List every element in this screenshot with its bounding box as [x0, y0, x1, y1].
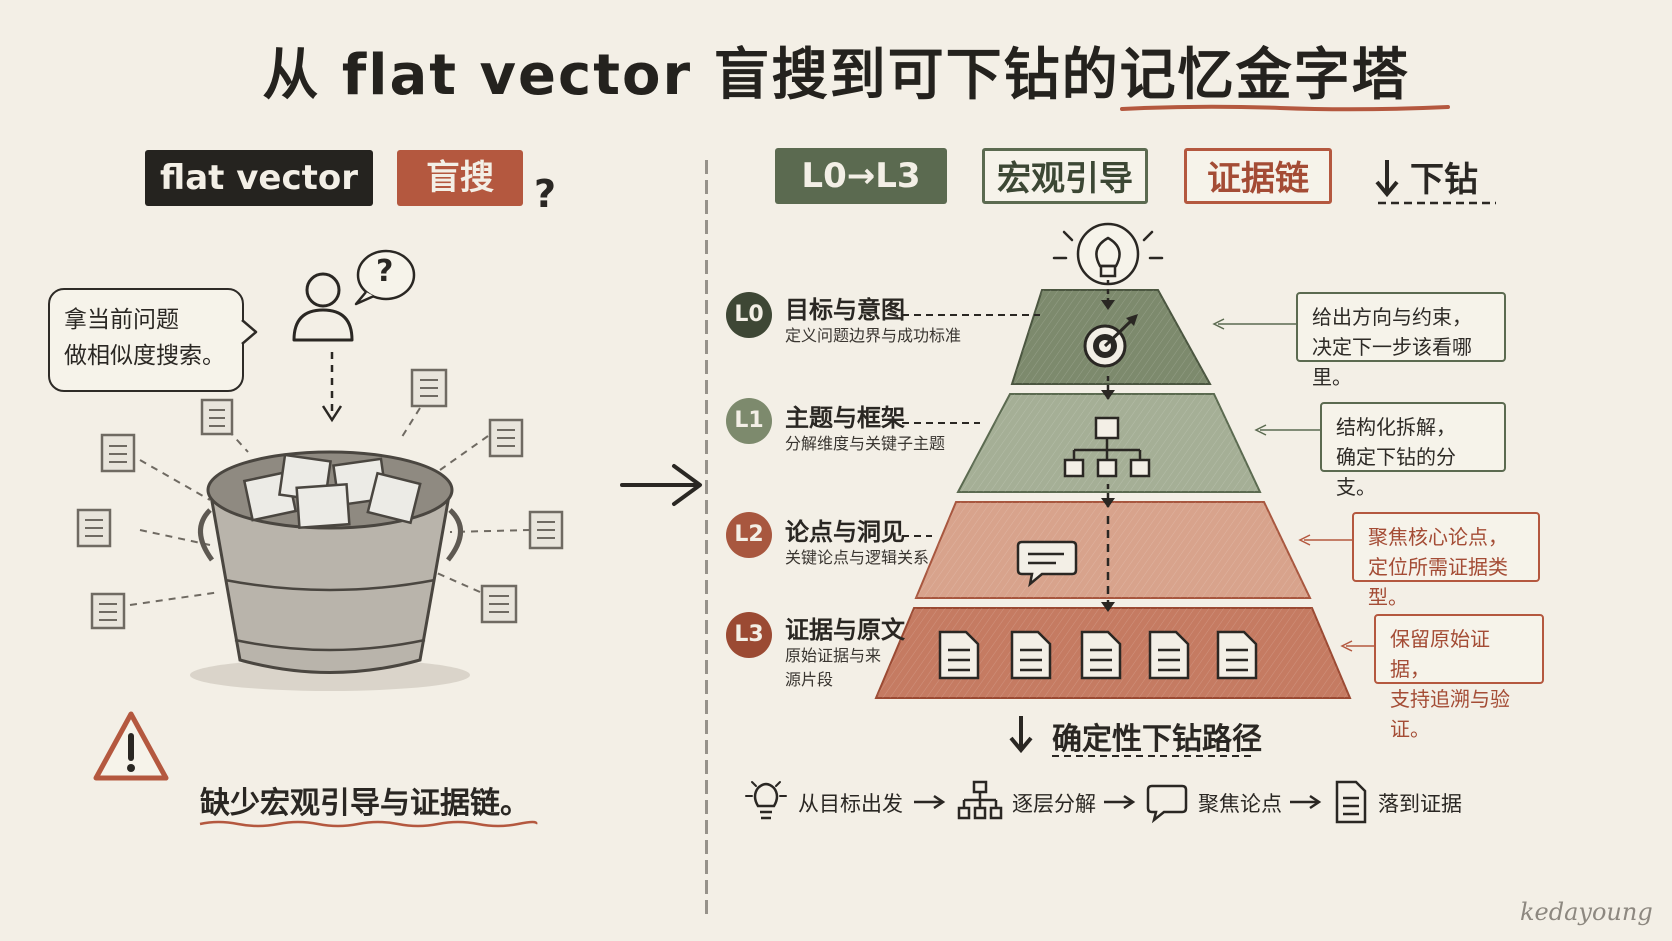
note-l3-line2: 支持追溯与验证。 [1390, 687, 1510, 741]
path-title-underline [1052, 755, 1252, 757]
flow-step-4: 落到证据 [1378, 792, 1462, 816]
level-title-l2: 论点与洞见 [785, 518, 905, 546]
note-arrow-l3 [1340, 640, 1374, 652]
level-badge-l3: L3 [726, 612, 772, 658]
target-icon [1083, 314, 1138, 368]
note-arrow-l1 [1254, 424, 1320, 436]
flow-chat-icon [1146, 784, 1188, 824]
tag-drill-down: 下钻 [1410, 160, 1478, 200]
signature: kedayoung [1520, 898, 1653, 926]
thought-bubble-icon [354, 249, 416, 306]
path-title: 确定性下钻路径 [1052, 722, 1262, 757]
page-title: 从 flat vector 盲搜到可下钻的记忆金字塔 [262, 43, 1410, 108]
level-badge-l0: L0 [726, 292, 772, 338]
level-badge-l2: L2 [726, 512, 772, 558]
tag-flat-vector: flat vector [145, 150, 373, 206]
search-down-arrow [321, 352, 343, 423]
level-desc-l0: 定义问题边界与成功标准 [785, 326, 962, 345]
warning-text: 缺少宏观引导与证据链。 [200, 786, 530, 821]
flow-arrow-3 [1290, 794, 1322, 810]
note-l2-line1: 聚焦核心论点， [1368, 525, 1508, 549]
level-desc-l1: 分解维度与关键子主题 [785, 434, 946, 453]
center-divider [705, 160, 708, 920]
flow-hierarchy-icon [957, 780, 1003, 820]
speech-bubble: 拿当前问题 做相似度搜索。 [48, 288, 244, 392]
note-l2: 聚焦核心论点， 定位所需证据类型。 [1352, 512, 1540, 609]
note-l3: 保留原始证据， 支持追溯与验证。 [1374, 614, 1544, 741]
bucket-illustration [76, 368, 564, 691]
note-arrow-l2 [1298, 534, 1352, 546]
level-desc-l3-line2: 源片段 [785, 670, 834, 689]
transition-arrow-icon [620, 464, 702, 506]
path-down-arrow-icon [1009, 716, 1033, 754]
level-desc-l2: 关键论点与逻辑关系 [785, 548, 930, 567]
flow-document-icon [1335, 780, 1367, 824]
note-l0-line1: 给出方向与约束， [1312, 305, 1472, 329]
thought-question: ? [376, 254, 394, 289]
speech-line-2: 做相似度搜索。 [64, 343, 225, 369]
question-mark: ? [534, 172, 557, 216]
chat-icon [1016, 540, 1078, 588]
tag-blind-search: 盲搜 [397, 150, 523, 206]
hierarchy-icon [1063, 416, 1151, 478]
speech-line-1: 拿当前问题 [64, 307, 179, 333]
note-l2-line2: 定位所需证据类型。 [1368, 555, 1508, 609]
drill-underline [1378, 201, 1496, 205]
flow-step-2: 逐层分解 [1012, 792, 1096, 816]
flow-arrow-1 [914, 794, 946, 810]
flow-lightbulb-icon [745, 781, 787, 820]
tag-macro-guide: 宏观引导 [982, 148, 1148, 204]
memory-pyramid [874, 280, 1352, 699]
note-l1: 结构化拆解， 确定下钻的分支。 [1320, 402, 1506, 499]
note-l0-line2: 决定下一步该看哪里。 [1312, 335, 1472, 389]
tag-levels: L0→L3 [775, 148, 947, 204]
warning-underline [199, 820, 538, 828]
warning-icon [93, 711, 169, 781]
level-title-l3: 证据与原文 [785, 616, 905, 644]
flow-step-3: 聚焦论点 [1198, 792, 1282, 816]
note-l1-line2: 确定下钻的分支。 [1336, 445, 1456, 499]
note-l0: 给出方向与约束， 决定下一步该看哪里。 [1296, 292, 1506, 389]
flow-arrow-2 [1104, 794, 1136, 810]
level-badge-l1: L1 [726, 398, 772, 444]
level-title-l1: 主题与框架 [785, 404, 905, 432]
document-icons [938, 630, 1258, 680]
note-l3-line1: 保留原始证据， [1390, 627, 1490, 681]
level-leader-l2 [902, 535, 932, 537]
level-desc-l3-line1: 原始证据与来 [785, 646, 882, 665]
level-leader-l1 [902, 422, 980, 424]
note-l1-line1: 结构化拆解， [1336, 415, 1456, 439]
level-leader-l0 [902, 314, 1040, 316]
flow-step-1: 从目标出发 [798, 792, 903, 816]
drill-down-arrow-icon [1375, 160, 1399, 198]
level-title-l0: 目标与意图 [785, 296, 905, 324]
person-icon [292, 272, 354, 342]
tag-evidence-chain: 证据链 [1184, 148, 1332, 204]
title-underline [1120, 104, 1450, 112]
speech-tail [241, 319, 258, 345]
note-arrow-l0 [1212, 318, 1296, 330]
